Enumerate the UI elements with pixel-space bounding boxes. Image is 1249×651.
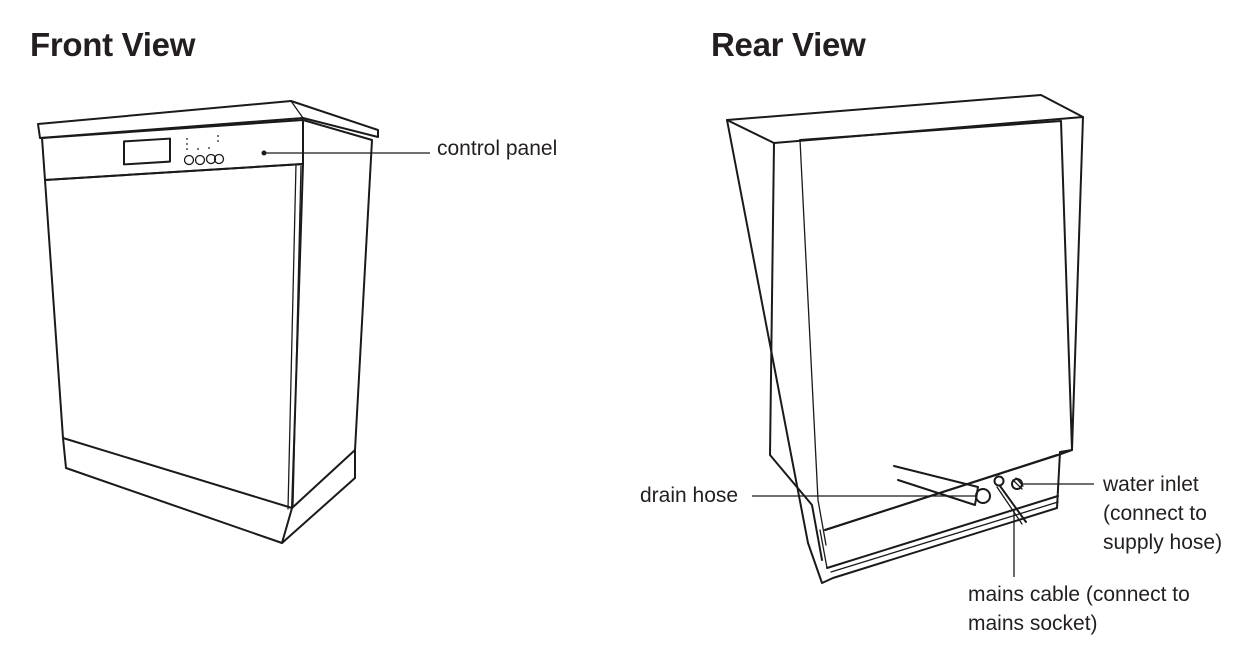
- front-display: [123, 137, 171, 166]
- front-knob: [213, 153, 225, 165]
- rear-dishwasher-illustration: [726, 94, 1094, 584]
- front-plinth: [62, 437, 293, 544]
- mains-cable-line-2: mains socket): [968, 612, 1098, 635]
- front-door: [44, 163, 304, 509]
- callout-mains-cable: mains cable (connect to mains socket): [968, 580, 1190, 638]
- rear-outer-frame: [726, 94, 1084, 584]
- front-knob: [194, 154, 206, 166]
- front-knob: [183, 154, 195, 166]
- front-dishwasher-illustration: [37, 100, 430, 544]
- front-knob: [205, 153, 217, 165]
- mains-cable-line-1: mains cable (connect to: [968, 583, 1190, 606]
- front-side-panel: [291, 119, 373, 509]
- front-worktop: [37, 100, 379, 139]
- control-panel-pointer-dot: [261, 150, 267, 156]
- front-indicator-lights: [186, 135, 219, 150]
- front-view-title: Front View: [30, 26, 196, 63]
- rear-back-panel: [799, 120, 1073, 531]
- callout-control-panel: control panel: [437, 137, 558, 160]
- callout-drain-hose: drain hose: [640, 484, 739, 507]
- front-control-strip: [41, 119, 304, 181]
- water-inlet-line-1: water inlet: [1103, 473, 1199, 496]
- mains-cable-outlet: [993, 475, 1005, 487]
- rear-view-title: Rear View: [711, 26, 866, 63]
- callout-water-inlet: water inlet (connect to supply hose): [1103, 470, 1222, 557]
- water-inlet-line-3: supply hose): [1103, 531, 1223, 554]
- water-inlet-line-2: (connect to: [1103, 502, 1207, 525]
- rear-plinth: [824, 454, 1058, 531]
